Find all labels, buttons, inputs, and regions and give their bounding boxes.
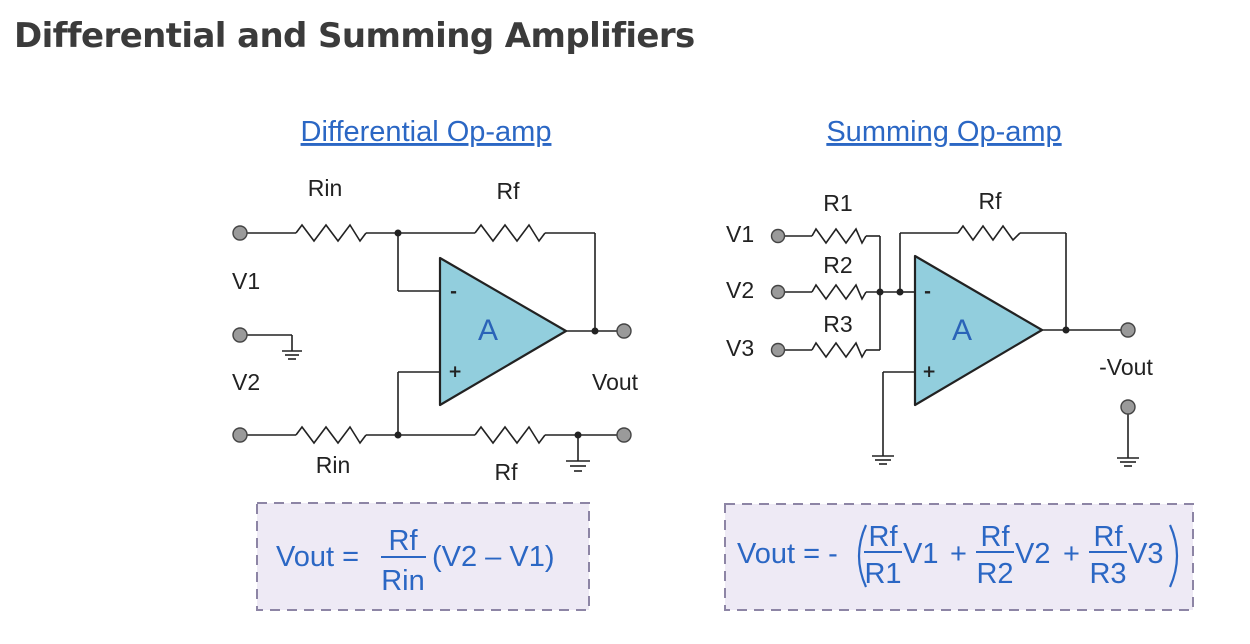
terminal-ground [232, 327, 248, 343]
differential-formula-box: Vout = Rf Rin (V2 – V1) [256, 502, 590, 611]
junction-dot [394, 229, 402, 237]
minus-sign: - [450, 282, 457, 302]
ground-icon [282, 350, 302, 360]
resistor-rin-bottom [295, 425, 367, 445]
formula-v2: V2 [1015, 538, 1050, 570]
resistor-r2 [811, 283, 867, 301]
formula-lhs: Vout = - [737, 538, 838, 570]
label-rin-top: Rin [308, 175, 343, 201]
formula-plus1: + [950, 538, 967, 570]
terminal-ref [616, 427, 632, 443]
junction-dot [896, 288, 904, 296]
formula-lhs: Vout = [276, 541, 359, 573]
summing-heading[interactable]: Summing Op-amp [826, 116, 1061, 148]
resistor-rf-top [474, 223, 546, 243]
terminal-v2 [770, 284, 786, 300]
junction-dot [591, 327, 599, 335]
junction-dot [876, 288, 884, 296]
terminal-v1 [770, 228, 786, 244]
label-r3: R3 [823, 311, 852, 337]
label-v2: V2 [232, 369, 260, 395]
terminal-vout [1120, 322, 1136, 338]
label-v1: V1 [232, 268, 260, 294]
plus-sign: + [922, 362, 936, 382]
differential-opamp-diagram: Differential Op-amp [232, 116, 639, 485]
label-r2: R2 [823, 252, 852, 278]
resistor-r3 [811, 341, 867, 359]
label-v3: V3 [726, 335, 754, 361]
plus-sign: + [448, 362, 462, 382]
formula-den3: R3 [1089, 558, 1126, 590]
resistor-rf [957, 224, 1021, 242]
terminal-ground [1120, 399, 1136, 415]
label-r1: R1 [823, 190, 852, 216]
formula-rhs: (V2 – V1) [432, 541, 555, 573]
label-rf-bottom: Rf [495, 459, 519, 485]
resistor-r1 [811, 227, 867, 245]
differential-wires [240, 232, 624, 461]
resistor-rin-top [295, 223, 367, 243]
summing-wires [780, 232, 1129, 458]
ground-icon [872, 455, 894, 465]
formula-plus2: + [1063, 538, 1080, 570]
formula-num2: Rf [981, 521, 1011, 553]
label-rin-bottom: Rin [316, 452, 351, 478]
right-paren [1168, 524, 1179, 588]
label-v1: V1 [726, 221, 754, 247]
amp-label: A [478, 314, 498, 347]
formula-num1: Rf [869, 521, 899, 553]
formula-den2: R2 [976, 558, 1013, 590]
resistor-rf-bottom [474, 425, 546, 445]
label-vout: Vout [592, 369, 639, 395]
ground-icon [1117, 457, 1139, 467]
terminal-v1 [232, 225, 248, 241]
opamp-triangle [913, 254, 1044, 407]
summing-opamp-diagram: Summing Op-amp [726, 116, 1153, 467]
terminal-vout [616, 323, 632, 339]
formula-num3: Rf [1094, 521, 1124, 553]
formula-den1: R1 [864, 558, 901, 590]
terminal-v3 [770, 342, 786, 358]
ground-icon [566, 460, 590, 472]
junction-dot [574, 431, 582, 439]
differential-heading[interactable]: Differential Op-amp [301, 116, 552, 148]
amp-label: A [952, 314, 972, 347]
left-paren [857, 524, 868, 588]
junction-dot [1062, 326, 1070, 334]
page-title: Differential and Summing Amplifiers [14, 16, 695, 56]
label-v2: V2 [726, 277, 754, 303]
summing-formula-box: Vout = - Rf R1 V1 + Rf R2 V2 + Rf R3 V3 [724, 503, 1194, 611]
label-vout: -Vout [1099, 354, 1153, 380]
terminal-v2 [232, 427, 248, 443]
formula-numerator: Rf [389, 525, 419, 557]
label-rf-top: Rf [497, 178, 521, 204]
label-rf: Rf [979, 188, 1003, 214]
minus-sign: - [924, 282, 931, 302]
formula-denominator: Rin [381, 565, 425, 597]
junction-dot [394, 431, 402, 439]
opamp-triangle [438, 256, 568, 407]
formula-v3: V3 [1128, 538, 1163, 570]
formula-v1: V1 [903, 538, 938, 570]
